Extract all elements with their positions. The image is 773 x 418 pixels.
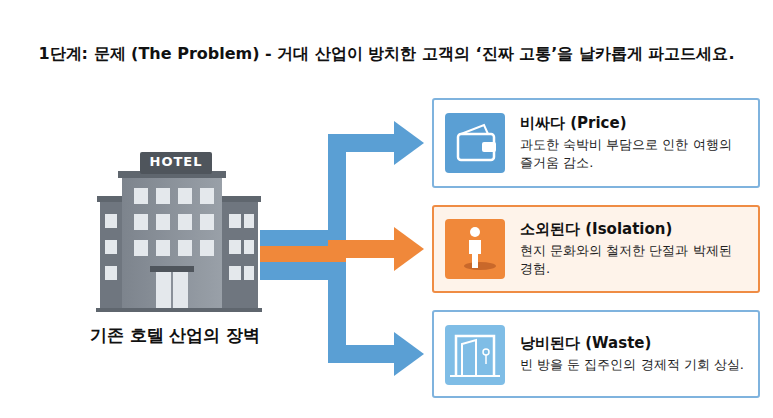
box-body: 빈 방을 둔 집주인의 경제적 기회 상실. [520,356,745,374]
hotel-door [156,272,188,310]
box-heading: 비싸다 (Price) [520,114,745,133]
hotel-node: HOTEL기존 호텔 산업의 장벽 [90,150,260,350]
diagram-title: 1단계: 문제 (The Problem) - 거대 산업이 방치한 고객의 ‘… [6,44,767,65]
problem-box: 낭비된다 (Waste) 빈 방을 둔 집주인의 경제적 기회 상실. [432,310,760,398]
problem-box: 소외된다 (Isolation) 현지 문화와의 철저한 단절과 박제된 경험. [432,205,760,293]
hotel-door-split [171,272,173,310]
branch-arrow [260,249,404,255]
hotel-tower [122,176,222,310]
problem-box: 비싸다 (Price) 과도한 숙박비 부담으로 인한 여행의 즐거움 감소. [432,98,760,188]
hotel-sign [140,152,212,174]
text-stack: 소외된다 (Isolation) 현지 문화와의 철저한 단절과 박제된 경험. [520,220,745,278]
text-stack: 낭비된다 (Waste) 빈 방을 둔 집주인의 경제적 기회 상실. [520,334,745,374]
hotel-ground [96,308,262,312]
hotel-windows [105,188,254,280]
box-body: 과도한 숙박비 부담으로 인한 여행의 즐거움 감소. [520,136,745,172]
hotel-roof [97,196,127,202]
hotel-wing [100,200,124,310]
hotel-wing [220,200,258,310]
hotel-sign-text: HOTEL [140,154,212,169]
branch-arrow [260,271,404,354]
hotel-caption: 기존 호텔 산업의 장벽 [80,324,270,347]
hotel-canopy [150,266,194,272]
hotel-roof [118,171,226,178]
hotel-roof [217,196,261,202]
branch-arrow [260,143,404,239]
box-heading: 낭비된다 (Waste) [520,334,745,353]
box-body: 현지 문화와의 철저한 단절과 박제된 경험. [520,242,745,278]
text-stack: 비싸다 (Price) 과도한 숙박비 부담으로 인한 여행의 즐거움 감소. [520,114,745,172]
box-heading: 소외된다 (Isolation) [520,220,745,239]
